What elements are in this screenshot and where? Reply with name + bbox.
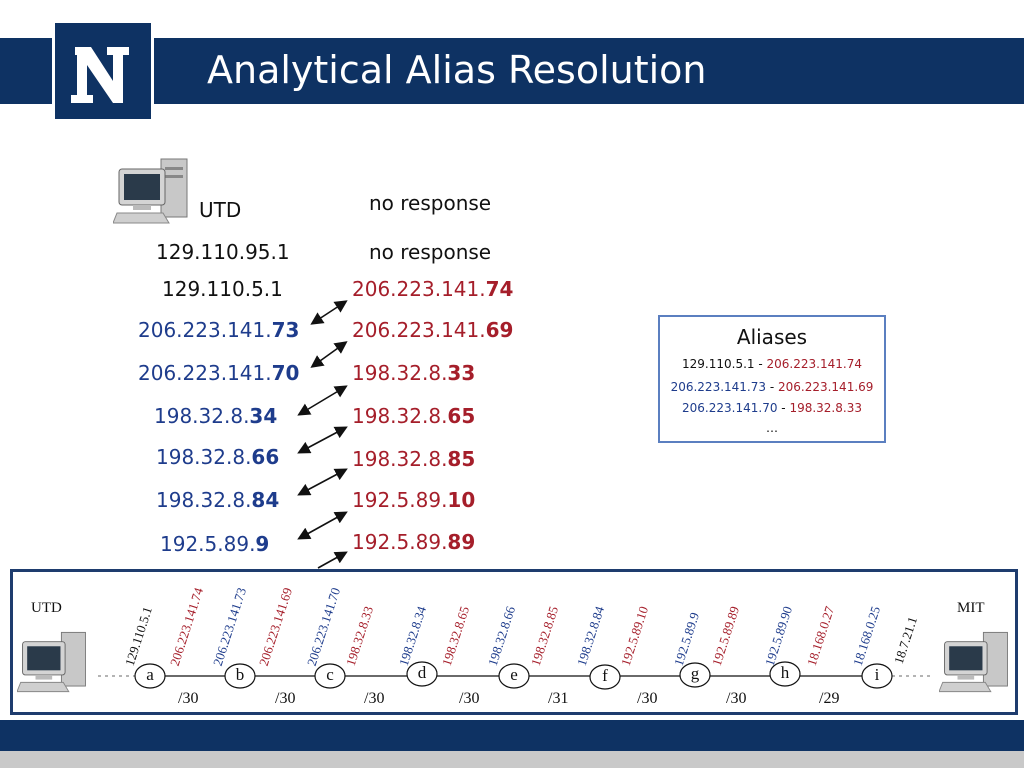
node-b: b: [235, 665, 245, 684]
left-address-1: 129.110.5.1: [162, 277, 283, 301]
mask-ef: /31: [548, 690, 569, 707]
alias-arrow-6: [297, 511, 348, 540]
utd-host-label: UTD: [31, 600, 62, 616]
alias-arrow-2: [310, 341, 348, 368]
mask-bc: /30: [275, 690, 296, 707]
right-address-0: no response: [369, 191, 492, 215]
block-n-logo-icon: [55, 23, 151, 119]
right-address-5: 198.32.8.65: [352, 404, 476, 428]
node-g-circle: [679, 662, 711, 688]
utd-label: UTD: [199, 198, 242, 222]
node-d: d: [417, 663, 427, 682]
right-address-4: 198.32.8.33: [352, 361, 476, 385]
left-address-6: 198.32.8.84: [156, 488, 280, 512]
header-bar: [0, 38, 1024, 104]
node-i-circle: [861, 663, 893, 689]
node-c-circle: [314, 663, 346, 689]
node-e: e: [510, 665, 518, 684]
left-address-3: 206.223.141.70: [138, 361, 300, 385]
left-address-5: 198.32.8.66: [156, 445, 280, 469]
alias-arrow-5: [297, 468, 348, 496]
alias-arrow-4: [297, 426, 348, 454]
node-a: a: [146, 665, 154, 684]
alias-row-0: 129.110.5.1 - 206.223.141.74: [682, 357, 862, 371]
right-address-1: no response: [369, 240, 492, 264]
mask-hi: /29: [819, 690, 840, 707]
alias-arrow-1: [310, 300, 348, 325]
mit-host-computer-icon: [938, 626, 1013, 698]
left-address-4: 198.32.8.34: [154, 404, 278, 428]
mask-fg: /30: [637, 690, 658, 707]
utd-computer-icon: [112, 155, 193, 227]
node-h: h: [780, 663, 790, 682]
mask-cd: /30: [364, 690, 385, 707]
path-links: [98, 661, 933, 690]
path-diagram: UTD MIT a b c d e f g h i /30 /30 /30 /3…: [10, 569, 1018, 715]
alias-row-1: 206.223.141.73 - 206.223.141.69: [670, 380, 874, 394]
mask-ab: /30: [178, 690, 199, 707]
left-address-0: 129.110.95.1: [156, 240, 290, 264]
footer-strip: [0, 751, 1024, 768]
alias-row-2: 206.223.141.70 - 198.32.8.33: [682, 401, 862, 415]
footer-bar: [0, 720, 1024, 751]
alias-arrow-3: [297, 385, 348, 416]
node-h-circle: [769, 661, 801, 687]
mit-host-label: MIT: [957, 600, 985, 616]
node-i: i: [874, 665, 880, 684]
right-address-6: 198.32.8.85: [352, 447, 476, 471]
right-address-7: 192.5.89.10: [352, 488, 476, 512]
right-address-2: 206.223.141.74: [352, 277, 514, 301]
node-d-circle: [406, 661, 438, 687]
node-c: c: [326, 665, 334, 684]
node-e-circle: [498, 663, 530, 689]
aliases-box: Aliases 129.110.5.1 - 206.223.141.74 206…: [658, 315, 886, 443]
slide-title: Analytical Alias Resolution: [207, 48, 707, 92]
alias-arrow-7: [317, 551, 348, 569]
aliases-title: Aliases: [736, 325, 808, 349]
right-address-8: 192.5.89.89: [352, 530, 476, 554]
node-f: f: [602, 666, 608, 685]
mask-gh: /30: [726, 690, 747, 707]
left-address-2: 206.223.141.73: [138, 318, 300, 342]
left-address-7: 192.5.89.9: [160, 532, 270, 556]
right-address-3: 206.223.141.69: [352, 318, 514, 342]
utd-host-computer-icon: [16, 626, 91, 698]
mask-de: /30: [459, 690, 480, 707]
alias-ellipsis: …: [766, 421, 778, 435]
node-g: g: [690, 664, 700, 683]
node-f-circle: [589, 664, 621, 690]
university-logo: [52, 20, 154, 122]
node-a-circle: [134, 663, 166, 689]
node-b-circle: [224, 663, 256, 689]
